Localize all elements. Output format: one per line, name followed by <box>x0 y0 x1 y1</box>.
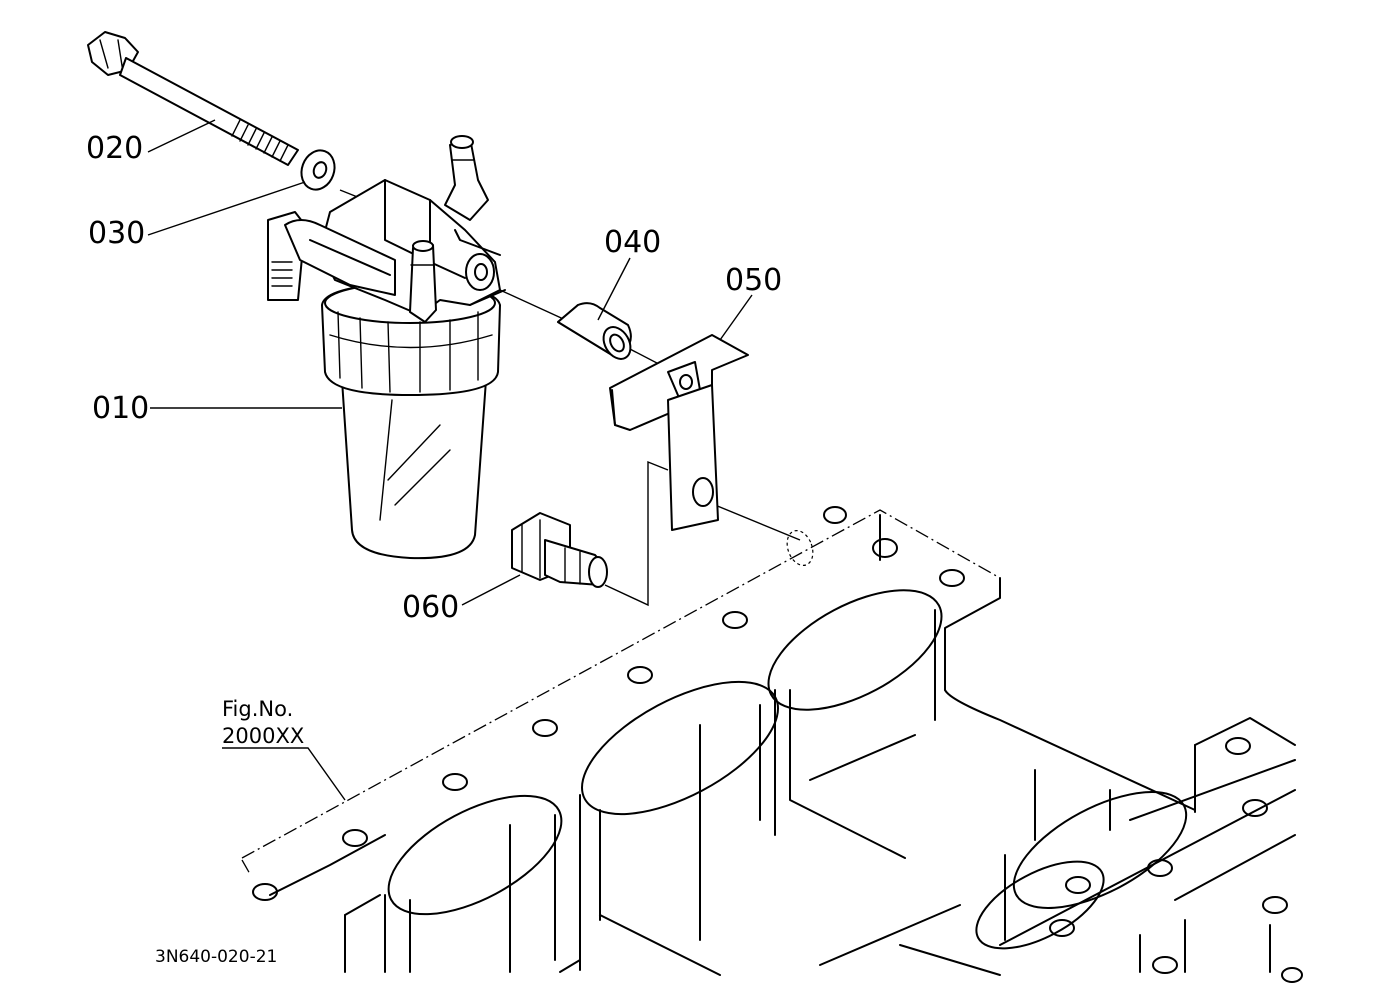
callout-040: 040 <box>604 225 661 260</box>
assembly-lines <box>339 189 814 607</box>
callout-010: 010 <box>92 391 149 426</box>
figure-ref-number: 2000XX <box>222 724 304 748</box>
part-060-union <box>511 512 608 588</box>
part-040-collar <box>557 302 632 360</box>
callout-020: 020 <box>86 131 143 166</box>
engine-block <box>241 506 1303 983</box>
bolt-holes <box>252 506 1303 983</box>
drawing-code: 3N640-020-21 <box>155 947 277 967</box>
part-020-bolt <box>87 31 299 166</box>
leader-lines <box>147 119 753 801</box>
part-010-fuel-filter <box>267 135 506 560</box>
part-050-bracket <box>609 334 749 531</box>
callout-050: 050 <box>725 263 782 298</box>
part-030-washer <box>300 149 336 191</box>
callout-060: 060 <box>402 590 459 625</box>
callout-030: 030 <box>88 216 145 251</box>
figure-ref-label: Fig.No. <box>222 697 293 721</box>
